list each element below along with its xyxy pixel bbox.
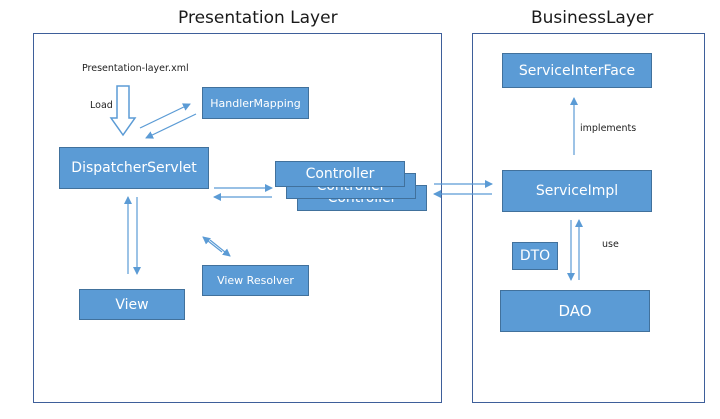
dispatcher-servlet-box: DispatcherServlet [59,147,209,189]
controller-box-1: Controller [275,161,405,187]
config-file-label: Presentation-layer.xml [82,63,189,74]
view-resolver-box: View Resolver [202,265,309,296]
presentation-layer-title: Presentation Layer [178,8,338,28]
arrow-dispatcher-to-handler [139,103,191,129]
presentation-layer-panel [33,33,442,403]
arrow-viewresolver-to-dispatcher [202,236,223,253]
service-impl-box: ServiceImpl [502,170,652,212]
service-interface-box: ServiceInterFace [502,53,652,88]
dto-box: DTO [512,242,558,270]
arrow-dispatcher-to-viewresolver [209,239,231,257]
business-layer-panel [472,33,705,403]
use-label: use [602,239,619,250]
implements-label: implements [580,123,637,134]
handler-mapping-box: HandlerMapping [202,87,309,119]
view-box: View [79,289,185,320]
dao-box: DAO [500,290,650,332]
load-label: Load [90,100,113,111]
arrow-handler-to-dispatcher [145,113,197,139]
load-arrow [109,85,137,137]
business-layer-title: BusinessLayer [531,8,654,28]
